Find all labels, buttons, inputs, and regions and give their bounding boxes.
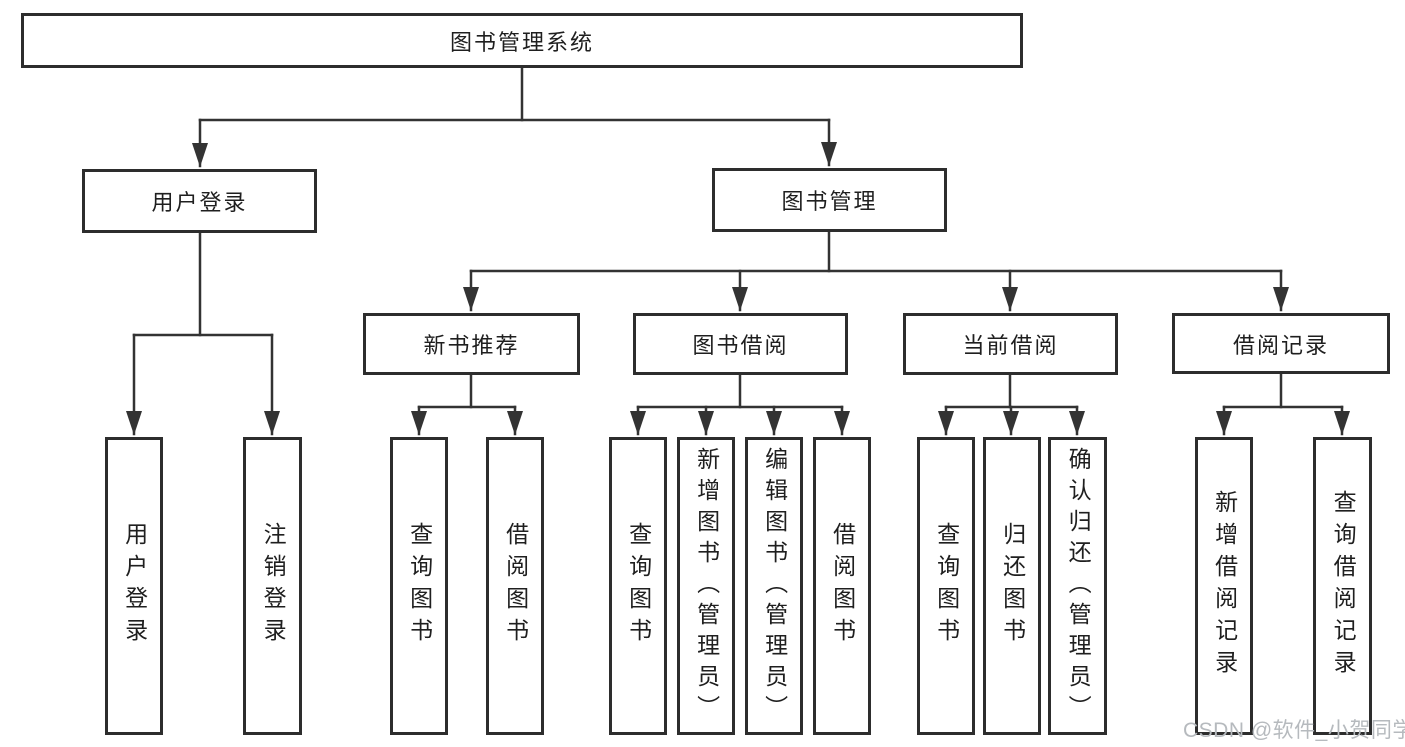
leaf-borrow-books-recommend: 借阅图书 bbox=[486, 437, 544, 735]
node-book-borrow-label: 图书借阅 bbox=[692, 333, 789, 358]
csdn-watermark: CSDN @软件_小贺同学 bbox=[1183, 719, 1405, 742]
connector-borrow-record-branch bbox=[1216, 372, 1350, 436]
leaf-add-books-admin-label: 新增图书（管理员） bbox=[693, 446, 720, 726]
leaf-query-borrow-record: 查询借阅记录 bbox=[1313, 437, 1372, 735]
connector-user-login-branch bbox=[126, 231, 280, 436]
leaf-add-books-admin: 新增图书（管理员） bbox=[677, 437, 735, 735]
leaf-borrow-books-label: 借阅图书 bbox=[829, 522, 856, 650]
connector-book-borrow-branch bbox=[630, 373, 850, 436]
leaf-return-books-label: 归还图书 bbox=[999, 522, 1026, 650]
node-book-management-label: 图书管理 bbox=[781, 189, 878, 214]
leaf-user-login: 用户登录 bbox=[105, 437, 163, 735]
leaf-user-login-label: 用户登录 bbox=[121, 522, 148, 650]
leaf-borrow-books: 借阅图书 bbox=[813, 437, 871, 735]
leaf-borrow-books-recommend-label: 借阅图书 bbox=[502, 522, 529, 650]
node-new-book-recommend-label: 新书推荐 bbox=[423, 333, 520, 358]
leaf-edit-books-admin: 编辑图书（管理员） bbox=[745, 437, 803, 735]
connector-new-book-recommend-branch bbox=[411, 373, 523, 436]
node-current-borrow: 当前借阅 bbox=[903, 313, 1118, 375]
leaf-add-borrow-record-label: 新增借阅记录 bbox=[1211, 490, 1238, 682]
leaf-query-books-recommend-label: 查询图书 bbox=[406, 522, 433, 650]
node-borrow-record-label: 借阅记录 bbox=[1232, 332, 1329, 358]
node-borrow-record: 借阅记录 bbox=[1172, 313, 1390, 374]
node-book-borrow: 图书借阅 bbox=[633, 313, 848, 375]
node-user-login: 用户登录 bbox=[82, 169, 317, 233]
leaf-edit-books-admin-label: 编辑图书（管理员） bbox=[761, 446, 788, 726]
node-user-login-label: 用户登录 bbox=[151, 190, 248, 215]
connector-root-to-level2 bbox=[192, 66, 837, 168]
node-root-label: 图书管理系统 bbox=[449, 29, 594, 55]
connector-current-borrow-branch bbox=[938, 373, 1085, 436]
leaf-confirm-return-admin: 确认归还（管理员） bbox=[1048, 437, 1107, 735]
leaf-return-books: 归还图书 bbox=[983, 437, 1041, 735]
leaf-query-books-recommend: 查询图书 bbox=[390, 437, 448, 735]
leaf-query-books-borrow-label: 查询图书 bbox=[625, 522, 652, 650]
leaf-logout-label: 注销登录 bbox=[260, 522, 287, 650]
leaf-logout: 注销登录 bbox=[243, 437, 302, 735]
node-root-library-system: 图书管理系统 bbox=[21, 13, 1023, 68]
leaf-query-books-borrow: 查询图书 bbox=[609, 437, 667, 735]
connector-book-management-branch bbox=[463, 230, 1289, 312]
node-book-management: 图书管理 bbox=[712, 168, 947, 232]
leaf-query-borrow-record-label: 查询借阅记录 bbox=[1330, 490, 1357, 682]
leaf-query-books-current-label: 查询图书 bbox=[933, 522, 960, 650]
node-new-book-recommend: 新书推荐 bbox=[363, 313, 580, 375]
leaf-add-borrow-record: 新增借阅记录 bbox=[1195, 437, 1253, 735]
node-current-borrow-label: 当前借阅 bbox=[962, 333, 1059, 358]
leaf-confirm-return-admin-label: 确认归还（管理员） bbox=[1065, 446, 1092, 726]
leaf-query-books-current: 查询图书 bbox=[917, 437, 975, 735]
